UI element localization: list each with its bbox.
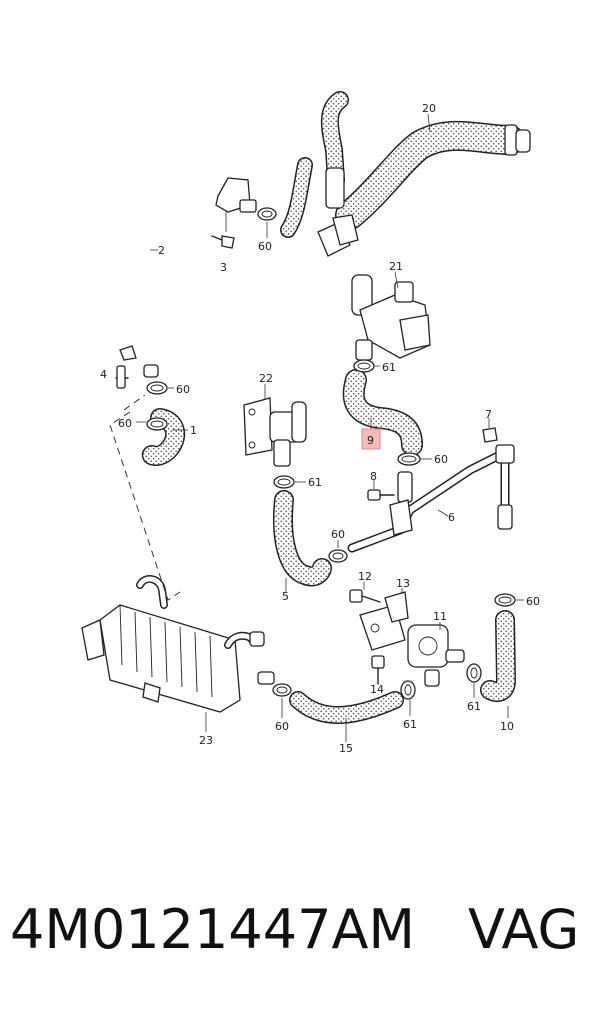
callout-11: 11 (433, 610, 447, 623)
callout-60: 60 (434, 453, 448, 466)
clamp-61-d (466, 663, 482, 698)
callout-21: 21 (389, 260, 403, 273)
callout-3: 3 (220, 261, 227, 274)
hose-part-1 (141, 408, 188, 466)
callout-1: 1 (190, 424, 197, 437)
pump-part-11 (359, 604, 465, 687)
bolt-part-4 (115, 365, 129, 389)
callout-14: 14 (370, 683, 384, 696)
hose-part-10 (480, 610, 517, 718)
clamp-60-d (397, 452, 432, 466)
bolt-part-14 (371, 655, 385, 685)
hose-part-15 (289, 691, 404, 742)
part-number-text: 4M0121447AM (10, 898, 415, 961)
bracket-part-13 (384, 588, 409, 623)
callout-12: 12 (358, 570, 372, 583)
callout-4: 4 (100, 368, 107, 381)
callout-60: 60 (118, 417, 132, 430)
brand-text: VAG (468, 898, 580, 961)
callout-60: 60 (176, 383, 190, 396)
dashed-link-line (109, 394, 181, 601)
callout-13: 13 (396, 577, 410, 590)
clip-part-7 (482, 418, 498, 443)
pipe-part-6 (347, 444, 515, 553)
clamp-60-b (146, 381, 174, 395)
callout-61: 61 (403, 718, 417, 731)
callout-10: 10 (500, 720, 514, 733)
part-footer: 4M0121447AM VAG (0, 898, 600, 978)
clamp-60-e (328, 540, 348, 563)
callout-60: 60 (331, 528, 345, 541)
callout-60: 60 (526, 595, 540, 608)
bolt-part-3 (211, 210, 235, 249)
callout-labels: 20 2 60 3 21 61 22 4 60 60 1 7 9 60 8 61… (100, 102, 540, 755)
bolt-part-8 (367, 480, 395, 501)
callout-8: 8 (370, 470, 377, 483)
cooler-part-23 (81, 575, 275, 732)
callout-6: 6 (448, 511, 455, 524)
pipe-part-2 (119, 161, 269, 378)
valve-part-21 (351, 274, 431, 361)
hose-part-9 (342, 369, 423, 456)
housing-part-22 (243, 397, 307, 467)
callout-22: 22 (259, 372, 273, 385)
callout-23: 23 (199, 734, 213, 747)
hose-part-20 (280, 91, 531, 257)
clamp-60-a (257, 207, 277, 238)
clamp-61-b (273, 475, 306, 489)
bolt-part-12 (349, 582, 381, 603)
callout-7: 7 (485, 408, 492, 421)
callout-60: 60 (275, 720, 289, 733)
callout-9: 9 (367, 434, 374, 447)
clamp-61-a (353, 359, 380, 373)
clamp-60-g (272, 683, 292, 718)
clamp-60-f (494, 593, 524, 607)
callout-61: 61 (308, 476, 322, 489)
callout-60: 60 (258, 240, 272, 253)
callout-20: 20 (422, 102, 436, 115)
hose-part-5 (273, 490, 332, 587)
callout-61: 61 (467, 700, 481, 713)
callout-2: 2 (158, 244, 165, 257)
clamp-61-c (400, 680, 416, 716)
exploded-parts-diagram: 20 2 60 3 21 61 22 4 60 60 1 7 9 60 8 61… (81, 91, 540, 755)
callout-61: 61 (382, 361, 396, 374)
callout-5: 5 (282, 590, 289, 603)
clamp-60-c (136, 417, 168, 431)
callout-15: 15 (339, 742, 353, 755)
